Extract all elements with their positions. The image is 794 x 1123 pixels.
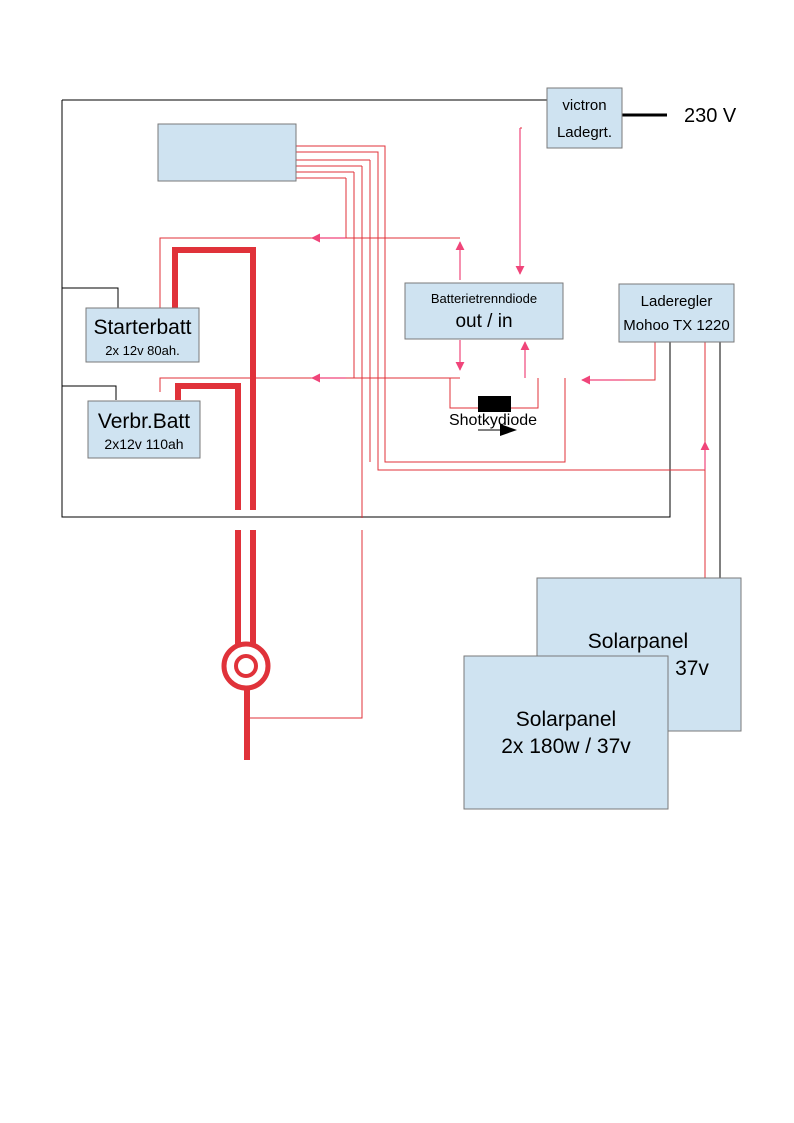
charge-controller-box — [618, 283, 735, 343]
victron-sublabel: Ladegrt. — [557, 124, 612, 141]
consumer-battery-label: Verbr.Batt — [98, 410, 190, 433]
victron-charger-box — [546, 87, 623, 149]
thick-cables — [172, 247, 256, 760]
mains-voltage-label: 230 V — [684, 105, 737, 127]
flow-arrows — [311, 128, 710, 470]
ground-terminal-inner — [234, 654, 258, 678]
schottky-diode — [478, 396, 511, 412]
starter-battery-box — [85, 307, 200, 363]
solar-panel-front — [463, 655, 669, 810]
victron-label: victron — [562, 97, 606, 114]
solar-panel-front-label: Solarpanel — [516, 708, 616, 731]
distribution-box — [157, 123, 297, 182]
frame-wires — [61, 99, 721, 578]
consumer-battery-spec: 2x12v 110ah — [104, 436, 183, 452]
schottky-label: Shotkydiode — [449, 412, 537, 429]
solar-panel-front-spec: 2x 180w / 37v — [501, 735, 631, 758]
red-wires — [159, 127, 706, 719]
solar-panel-back-label: Solarpanel — [588, 630, 688, 653]
battery-isolator-diode-box — [404, 282, 564, 340]
controller-label: Laderegler — [641, 293, 713, 310]
starter-battery-label: Starterbatt — [93, 316, 191, 339]
controller-model-label: Mohoo TX 1220 — [623, 317, 729, 334]
isolator-label: Batterietrenndiode — [431, 291, 537, 306]
isolator-terminals-label: out / in — [455, 311, 512, 332]
consumer-battery-box — [87, 400, 201, 459]
solar-panel-back-spec: 37v — [675, 657, 709, 680]
schottky-arrow-icon — [500, 424, 517, 436]
starter-battery-spec: 2x 12v 80ah. — [105, 343, 179, 358]
